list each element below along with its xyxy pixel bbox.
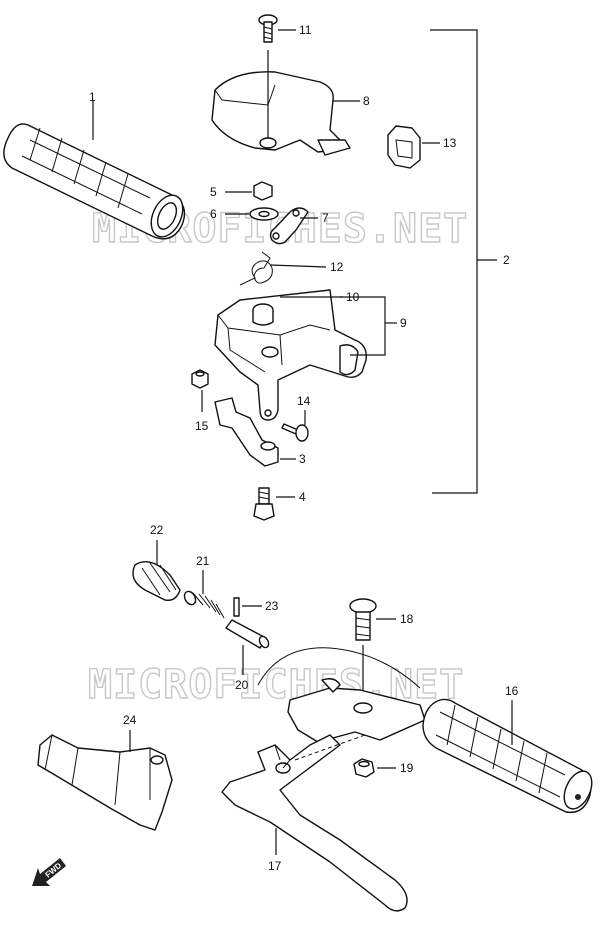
clip-13 <box>387 125 440 169</box>
plunger-20 <box>225 619 270 675</box>
lower-housing-9 <box>214 289 397 421</box>
callout-3: 3 <box>299 452 306 466</box>
callout-2: 2 <box>503 253 510 267</box>
callout-16: 16 <box>505 684 519 698</box>
nut-15 <box>191 369 209 412</box>
lever-3 <box>214 397 296 467</box>
callout-20: 20 <box>235 678 249 692</box>
callout-10: 10 <box>346 290 360 304</box>
grip-right <box>422 698 593 814</box>
callout-6: 6 <box>210 207 217 221</box>
callout-21: 21 <box>196 554 210 568</box>
callout-8: 8 <box>363 94 370 108</box>
assembly-bracket <box>430 29 497 494</box>
screw-11 <box>258 14 296 43</box>
bolt-4 <box>253 487 295 521</box>
callout-4: 4 <box>299 490 306 504</box>
nut-19 <box>353 758 396 778</box>
nut-5 <box>225 181 273 201</box>
callout-19: 19 <box>400 761 414 775</box>
watermark-bottom: MICROFICHES.NET <box>88 662 464 708</box>
lever-assembly-17 <box>221 647 426 912</box>
grip-left <box>3 100 186 240</box>
callout-13: 13 <box>443 136 457 150</box>
washer-6 <box>225 207 279 221</box>
fwd-arrow-icon: FWD <box>32 858 66 886</box>
callout-24: 24 <box>123 713 137 727</box>
spring-12 <box>239 251 327 286</box>
callout-23: 23 <box>265 599 279 613</box>
callout-17: 17 <box>268 859 282 873</box>
callout-7: 7 <box>322 211 329 225</box>
callout-22: 22 <box>150 523 164 537</box>
pin-23 <box>233 597 262 617</box>
screw-14 <box>281 410 309 442</box>
callout-12: 12 <box>330 260 344 274</box>
callout-9: 9 <box>400 316 407 330</box>
plate-7 <box>269 207 318 245</box>
callout-15: 15 <box>195 419 209 433</box>
cover-24 <box>37 730 173 831</box>
callout-5: 5 <box>210 185 217 199</box>
callout-1: 1 <box>89 90 96 104</box>
spring-21 <box>183 570 225 619</box>
callout-11: 11 <box>299 23 312 37</box>
upper-housing-8 <box>211 50 360 156</box>
callout-14: 14 <box>297 394 311 408</box>
bolt-18 <box>349 598 396 715</box>
boot-22 <box>132 540 181 601</box>
callout-labels: 1 2 3 4 5 6 7 8 9 10 11 12 13 14 15 16 1… <box>89 23 519 873</box>
callout-18: 18 <box>400 612 414 626</box>
